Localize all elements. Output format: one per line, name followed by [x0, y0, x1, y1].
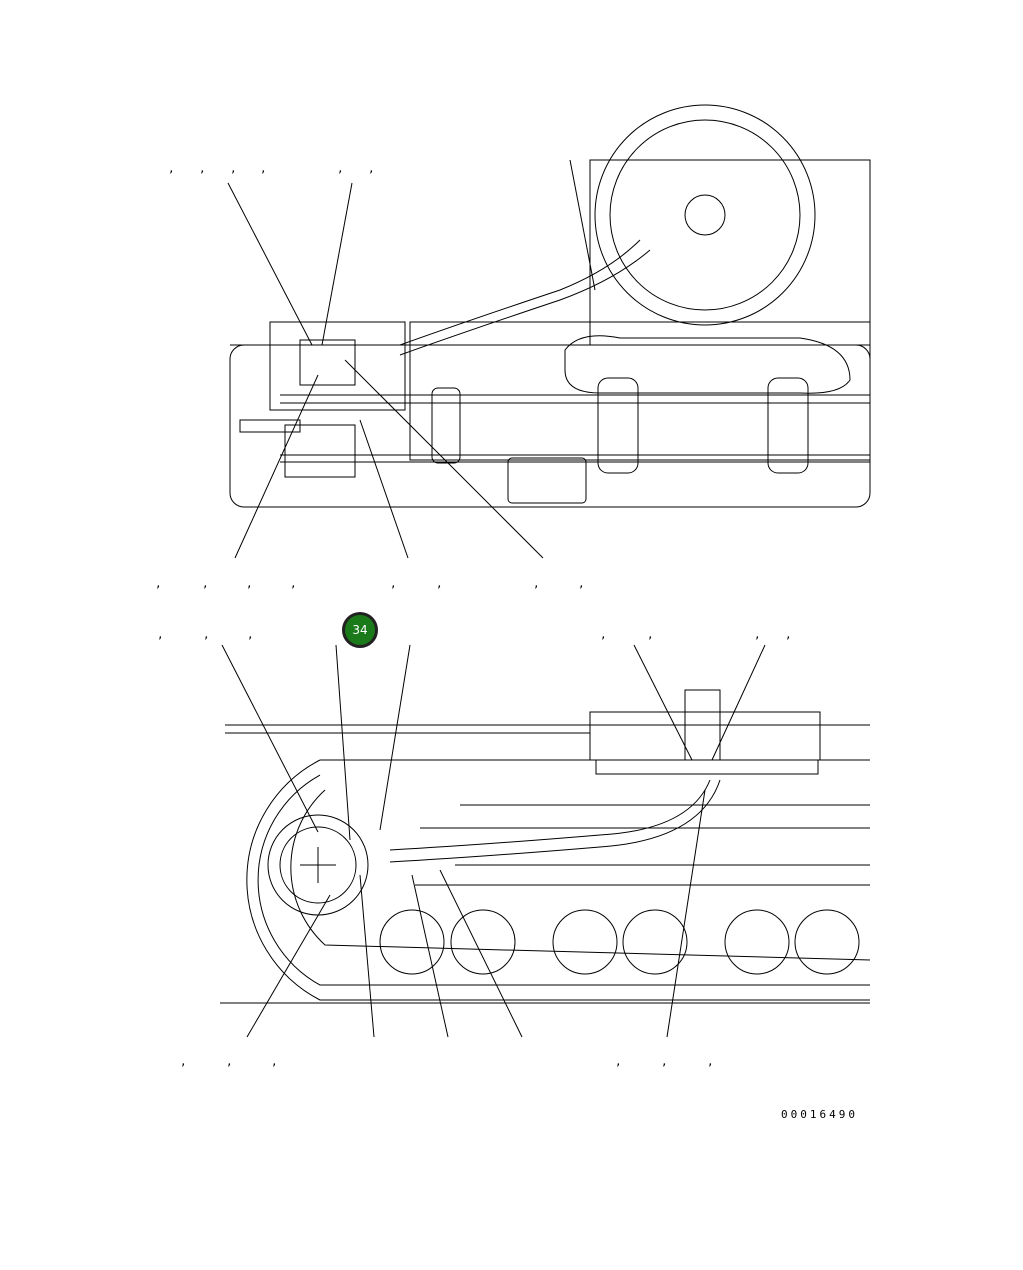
callout-badge[interactable]: 34 [342, 612, 378, 648]
callout-label: , [246, 577, 253, 590]
callout-label: , [615, 1055, 622, 1068]
callout-labels: ,,,,,,,,,,,,,,,,,,,,,,,,,,, [155, 162, 792, 1068]
callout-label: , [578, 577, 585, 590]
top-view-machine [229, 104, 871, 508]
callout-label: , [202, 577, 209, 590]
callout-label: , [390, 577, 397, 590]
callout-label: , [180, 1055, 187, 1068]
callout-label: , [247, 628, 254, 641]
callout-label: , [155, 577, 162, 590]
top-view-leader-lines [227, 159, 596, 559]
callout-label: , [260, 162, 267, 175]
side-view-leader-lines [221, 644, 766, 1038]
callout-label: , [533, 577, 540, 590]
callout-label: , [754, 628, 761, 641]
callout-label: , [230, 162, 237, 175]
callout-label: , [290, 577, 297, 590]
callout-label: , [436, 577, 443, 590]
drawing-number: 00016490 [781, 1108, 858, 1121]
callout-label: , [226, 1055, 233, 1068]
side-view-machine [220, 689, 871, 1004]
callout-label: , [337, 162, 344, 175]
callout-label: , [157, 628, 164, 641]
callout-label: , [600, 628, 607, 641]
callout-label: , [785, 628, 792, 641]
callout-label: , [647, 628, 654, 641]
callout-label: , [368, 162, 375, 175]
callout-label: , [199, 162, 206, 175]
callout-label: , [661, 1055, 668, 1068]
callout-label: , [707, 1055, 714, 1068]
callout-label: , [168, 162, 175, 175]
callout-label: , [271, 1055, 278, 1068]
callout-label: , [203, 628, 210, 641]
